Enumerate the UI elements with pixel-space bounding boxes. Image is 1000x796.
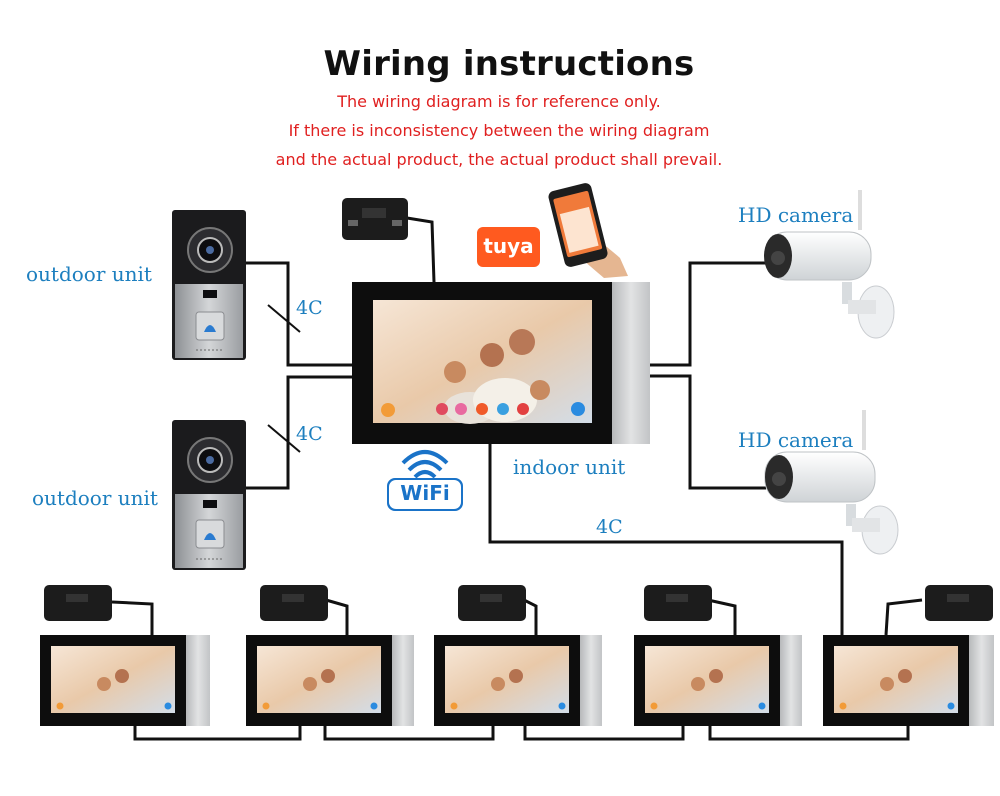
user-icon[interactable] — [436, 403, 448, 415]
intercom-icon[interactable] — [497, 403, 509, 415]
label-outdoor-unit-1: outdoor unit — [26, 262, 152, 286]
wire-label-top: 4C — [296, 297, 323, 319]
label-indoor-unit: indoor unit — [513, 455, 625, 479]
power-adapter-4 — [644, 585, 712, 621]
wire-daisy-chain-4 — [710, 726, 908, 739]
camera-icon[interactable] — [476, 403, 488, 415]
home-icon[interactable] — [381, 403, 395, 417]
power-adapter-1 — [44, 585, 112, 621]
settings-icon[interactable] — [571, 402, 585, 416]
wire-daisy-chain-2 — [325, 726, 493, 739]
wire-camera-1 — [650, 263, 766, 365]
extension-monitor-3 — [434, 635, 602, 726]
label-outdoor-unit-2: outdoor unit — [32, 486, 158, 510]
tuya-logo-text: tuya — [477, 234, 540, 258]
indoor-unit — [352, 282, 650, 444]
wire-label-middle: 4C — [296, 423, 323, 445]
wire-adapter-5 — [886, 600, 922, 635]
page-title: Wiring instructions — [0, 44, 1000, 84]
wire-adapter-1 — [112, 602, 152, 635]
power-adapter-2 — [260, 585, 328, 621]
wire-label-bottom: 4C — [596, 516, 623, 538]
extension-monitor-4 — [634, 635, 802, 726]
wire-adapter-2 — [326, 600, 347, 635]
extension-monitor-1 — [40, 635, 210, 726]
power-adapter-main — [342, 198, 408, 240]
wire-indoor-power — [407, 218, 434, 282]
outdoor-unit-1 — [172, 210, 246, 360]
wifi-logo-text: WiFi — [389, 481, 461, 505]
smartphone — [547, 182, 628, 278]
label-hd-camera-1: HD camera — [738, 203, 853, 227]
wire-adapter-4 — [708, 600, 735, 635]
outdoor-unit-2 — [172, 420, 246, 570]
monitor-icon[interactable] — [455, 403, 467, 415]
power-adapter-5 — [925, 585, 993, 621]
label-hd-camera-2: HD camera — [738, 428, 853, 452]
wire-daisy-chain — [135, 726, 300, 739]
wire-daisy-chain-3 — [525, 726, 683, 739]
extension-monitor-2 — [246, 635, 414, 726]
note-line-2: If there is inconsistency between the wi… — [0, 121, 998, 140]
call-icon[interactable] — [517, 403, 529, 415]
extension-monitor-5 — [823, 635, 994, 726]
note-line-3: and the actual product, the actual produ… — [0, 150, 998, 169]
power-adapter-3 — [458, 585, 526, 621]
note-line-1: The wiring diagram is for reference only… — [0, 92, 998, 111]
